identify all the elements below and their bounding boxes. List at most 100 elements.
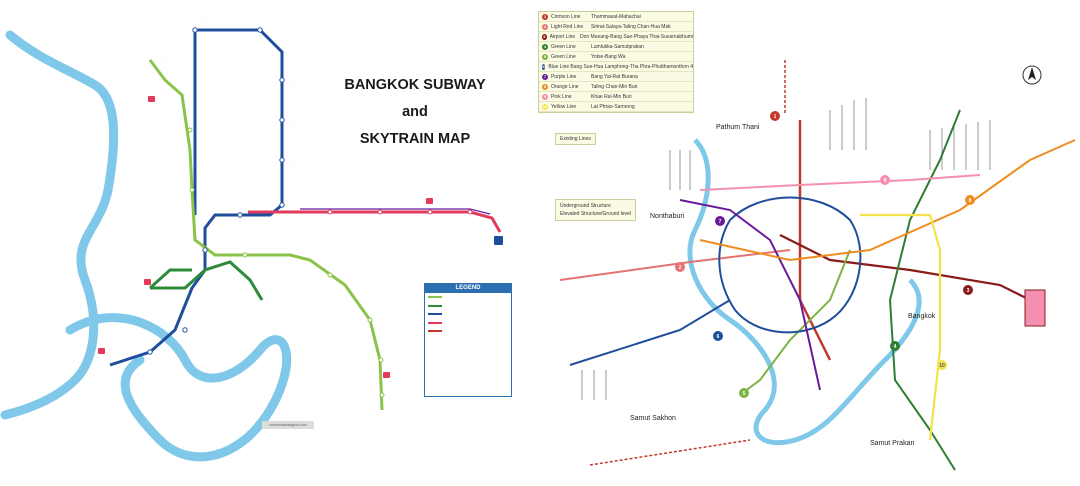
line-route: Don Mueang-Bang Sue-Phaya Thai-Suvarnabh… (579, 33, 693, 40)
svg-text:10: 10 (939, 363, 945, 369)
line-name: Airport Line (549, 33, 576, 40)
line-number-badge: 2 (542, 23, 548, 30)
bts-silom-line (150, 260, 264, 301)
existing-lines-label: Existing Lines (560, 136, 591, 142)
place-bangkok: Bangkok (908, 313, 936, 320)
line-name: Pink Line (551, 93, 572, 100)
green-line-5 (739, 249, 851, 396)
legend-row (425, 319, 511, 328)
line-route: Yotse-Bang Wa (591, 53, 626, 60)
svg-text:2: 2 (679, 265, 682, 271)
chao-phraya-river (0, 30, 119, 420)
legend-row (425, 310, 511, 319)
line-name: Yellow Line (551, 103, 577, 110)
blue-line-ring (718, 196, 862, 334)
right-map-svg: 1 2 3 4 5 6 7 8 9 10 Pathum Thani Nontha… (559, 60, 1076, 471)
website-credit: ontheroadbangkok.com (262, 421, 314, 429)
line-name: Purple Line (551, 73, 577, 80)
map-title: BANGKOK SUBWAY and SKYTRAIN MAP (300, 72, 530, 153)
left-map-svg: · · · · · · · · · · · · · · · · · · (0, 17, 503, 462)
svg-text:7: 7 (719, 219, 722, 225)
line-number-badge: 10 (542, 103, 548, 110)
yellow-line (860, 213, 942, 441)
mrt-blue-line (109, 28, 284, 367)
line-route: Thammasat-Mahachai (591, 13, 641, 20)
line-number-badge: 9 (542, 93, 548, 100)
line-number-badge: 8 (542, 83, 548, 90)
legend-row (425, 302, 511, 311)
line-number-badge: 3 (542, 33, 547, 40)
line-name: Blue Line (548, 63, 570, 70)
place-nonthaburi: Nonthaburi (650, 213, 685, 220)
svg-text:· · ·: · · · (160, 59, 165, 63)
svg-text:8: 8 (969, 198, 972, 204)
svg-text:· · ·: · · · (288, 79, 293, 83)
svg-text:· · ·: · · · (200, 17, 205, 21)
crimson-line (798, 120, 832, 361)
place-samut-sakhon: Samut Sakhon (630, 415, 676, 422)
title-line-3: SKYTRAIN MAP (359, 131, 471, 147)
orange-line (699, 139, 1076, 262)
legend-row (425, 327, 511, 336)
place-pathum-thani: Pathum Thani (716, 124, 760, 131)
svg-text:6: 6 (717, 334, 720, 340)
light-red-line (559, 249, 791, 281)
line-route: Bang Sue-Hua Lamphong-Tha Phra-Phutthamo… (570, 63, 693, 70)
underground-label: Underground Structure (560, 203, 611, 209)
svg-text:9: 9 (884, 178, 887, 184)
svg-text:5: 5 (743, 391, 746, 397)
line-number-badge: 6 (542, 63, 546, 70)
pink-line (699, 174, 981, 191)
place-samut-prakan: Samut Prakan (870, 440, 914, 447)
dashed-extension (589, 439, 751, 466)
legend-header: LEGEND (425, 284, 511, 293)
line-route: Bang Yai-Rat Burana (591, 73, 638, 80)
green-line-4 (888, 109, 961, 471)
airport-rail-link (248, 210, 502, 233)
title-line-2: and (402, 104, 428, 120)
airport-line (779, 234, 1031, 301)
line-number-badge: 5 (542, 53, 548, 60)
line-number-badge: 4 (542, 43, 548, 50)
left-legend: LEGEND (424, 283, 512, 397)
line-route: Sirirat-Salaya-Taling Chan-Hua Mak (591, 23, 671, 30)
chao-phraya-river-right (687, 138, 922, 446)
line-route: Taling Chan-Min Buri (591, 83, 638, 90)
line-route: Lat Phrao-Samrong (591, 103, 635, 110)
airport-rail-link-inner (300, 208, 491, 215)
line-route: Lumlukka-Samutprakan (591, 43, 644, 50)
line-name: Green Line (551, 43, 576, 50)
airport-icon (494, 236, 503, 245)
svg-text:· · ·: · · · (288, 119, 293, 123)
line-name: Light Red Line (551, 23, 584, 30)
line-route: Khae Rai-Min Buri (591, 93, 632, 100)
line-name: Crimson Line (551, 13, 581, 20)
svg-text:1: 1 (774, 114, 777, 120)
title-line-1: BANGKOK SUBWAY (344, 77, 486, 93)
bts-silom-west (148, 268, 192, 290)
line-number-badge: 1 (542, 13, 548, 20)
svg-text:· · ·: · · · (288, 159, 293, 163)
purple-line (679, 199, 821, 391)
line-number-badge: 7 (542, 73, 548, 80)
river-bend (65, 313, 292, 462)
svg-text:3: 3 (967, 288, 970, 294)
blue-line-west (569, 299, 731, 366)
legend-row (425, 293, 511, 302)
bangkok-subway-skytrain-map: · · · · · · · · · · · · · · · · · · BANGKOK… (0, 0, 530, 481)
svg-text:· · ·: · · · (268, 19, 273, 23)
line-name: Orange Line (551, 83, 579, 90)
elevated-label: Elevated Structure/Ground level (560, 211, 631, 217)
structure-legend-box: Underground Structure Elevated Structure… (555, 199, 636, 221)
bangkok-future-rail-map: 1 2 3 4 5 6 7 8 9 10 Pathum Thani Nontha… (530, 0, 1080, 481)
